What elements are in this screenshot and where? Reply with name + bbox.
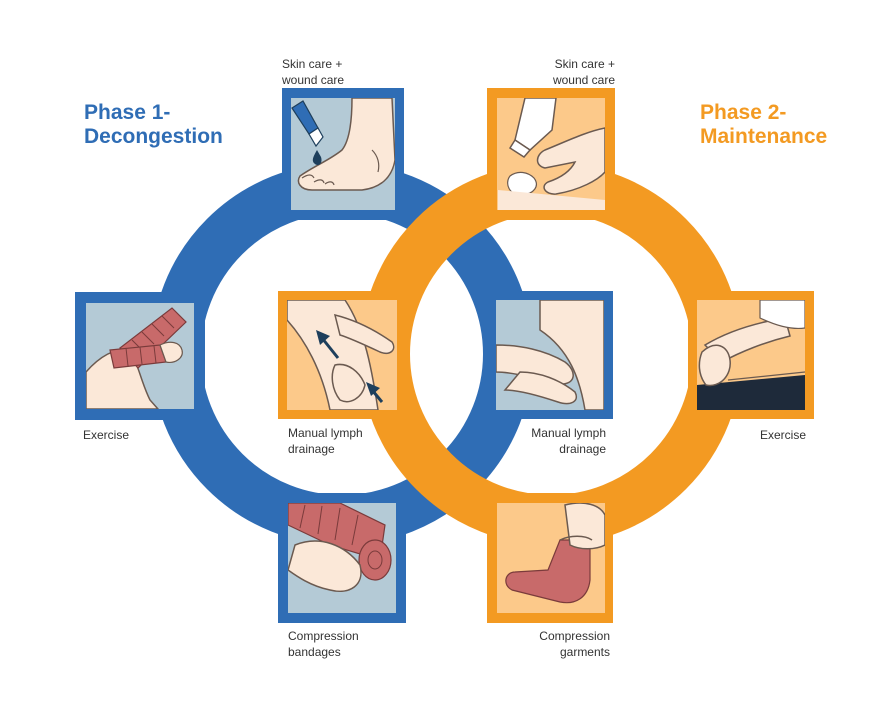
phase1-title-line2: Decongestion bbox=[84, 125, 223, 148]
caption-phase2-compression: Compression garments bbox=[530, 628, 610, 660]
caption-line: Compression bbox=[539, 629, 610, 643]
panel-phase2-skin-care bbox=[487, 88, 615, 220]
phase2-title: Phase 2- Maintenance bbox=[700, 101, 827, 149]
hands-massage-icon bbox=[496, 300, 604, 410]
bandage-roll-icon bbox=[288, 503, 392, 592]
phase2-title-line1: Phase 2- bbox=[700, 101, 787, 124]
panel-phase1-exercise bbox=[75, 292, 205, 420]
panel-phase2-manual-lymph bbox=[487, 291, 613, 419]
caption-line: drainage bbox=[288, 442, 335, 456]
cream-tube-icon bbox=[508, 98, 557, 158]
panel-phase1-manual-lymph bbox=[278, 291, 406, 419]
caption-line: drainage bbox=[559, 442, 606, 456]
bandaged-legs-icon bbox=[86, 307, 187, 409]
caption-phase2-exercise: Exercise bbox=[750, 427, 806, 443]
caption-line: Manual lymph bbox=[288, 426, 363, 440]
caption-line: Manual lymph bbox=[531, 426, 606, 440]
caption-phase2-manual-lymph: Manual lymph drainage bbox=[520, 425, 606, 457]
caption-line: Compression bbox=[288, 629, 359, 643]
panel-phase1-compression bbox=[278, 493, 406, 623]
caption-phase1-manual-lymph: Manual lymph drainage bbox=[288, 425, 363, 457]
phase1-title: Phase 1- Decongestion bbox=[84, 101, 223, 149]
caption-line: bandages bbox=[288, 645, 341, 659]
caption-line: wound care bbox=[282, 73, 345, 87]
caption-phase1-skin-care: Skin care + wound care bbox=[282, 56, 344, 88]
caption-line: Skin care + bbox=[554, 57, 615, 71]
panel-phase2-exercise bbox=[688, 291, 814, 419]
caption-line: Exercise bbox=[759, 428, 806, 442]
caption-line: wound care bbox=[552, 73, 615, 87]
caption-line: garments bbox=[559, 645, 610, 659]
caption-line: Exercise bbox=[83, 428, 130, 442]
bare-foot-icon bbox=[297, 98, 395, 191]
panel-phase2-compression bbox=[487, 493, 613, 623]
phase2-title-line2: Maintenance bbox=[700, 125, 828, 148]
panel-phase1-skin-care bbox=[282, 88, 404, 220]
caption-phase1-exercise: Exercise bbox=[83, 427, 129, 443]
lymph-massage-arrows-icon bbox=[287, 300, 395, 410]
phase1-title-line1: Phase 1- bbox=[84, 101, 171, 124]
compression-sock-icon bbox=[505, 503, 605, 604]
caption-phase1-compression: Compression bandages bbox=[288, 628, 359, 660]
hands-applying-cream-icon bbox=[498, 127, 605, 210]
caption-phase2-skin-care: Skin care + wound care bbox=[535, 56, 615, 88]
leg-stretch-icon bbox=[697, 300, 805, 410]
caption-line: Skin care + bbox=[282, 57, 343, 71]
paintbrush-drop-icon bbox=[291, 100, 324, 166]
